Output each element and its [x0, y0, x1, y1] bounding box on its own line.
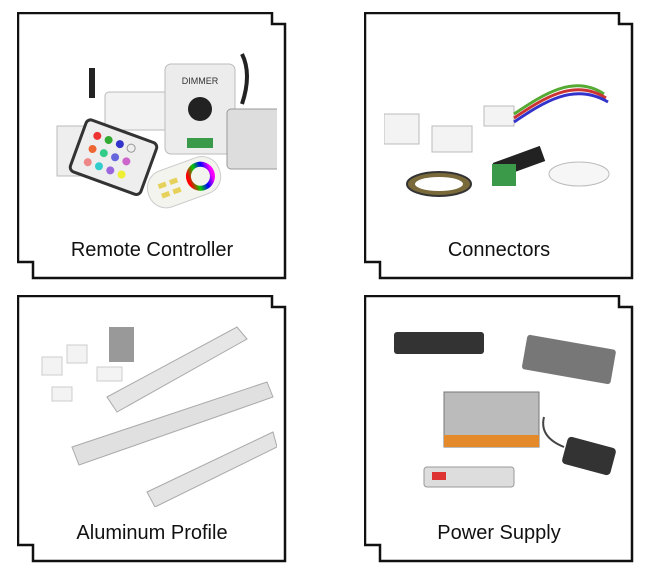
svg-text:DIMMER: DIMMER: [182, 76, 219, 86]
aluminum-profile-image: [41, 326, 277, 507]
connectors-image: [384, 84, 610, 197]
category-card-remote-controller[interactable]: DIMMER Remote Controller: [17, 12, 287, 280]
category-label: Remote Controller: [70, 239, 234, 261]
power-supply-image: [394, 332, 616, 488]
category-card-aluminum-profile[interactable]: Aluminum Profile: [17, 295, 287, 563]
category-card-power-supply[interactable]: Power Supply: [364, 295, 634, 563]
card-frame: [364, 12, 634, 280]
category-card-connectors[interactable]: Connectors: [364, 12, 634, 280]
category-label: Aluminum Profile: [76, 522, 228, 544]
remote-controller-image: DIMMER: [56, 53, 277, 209]
category-label: Connectors: [447, 239, 551, 261]
category-label: Power Supply: [437, 522, 561, 544]
